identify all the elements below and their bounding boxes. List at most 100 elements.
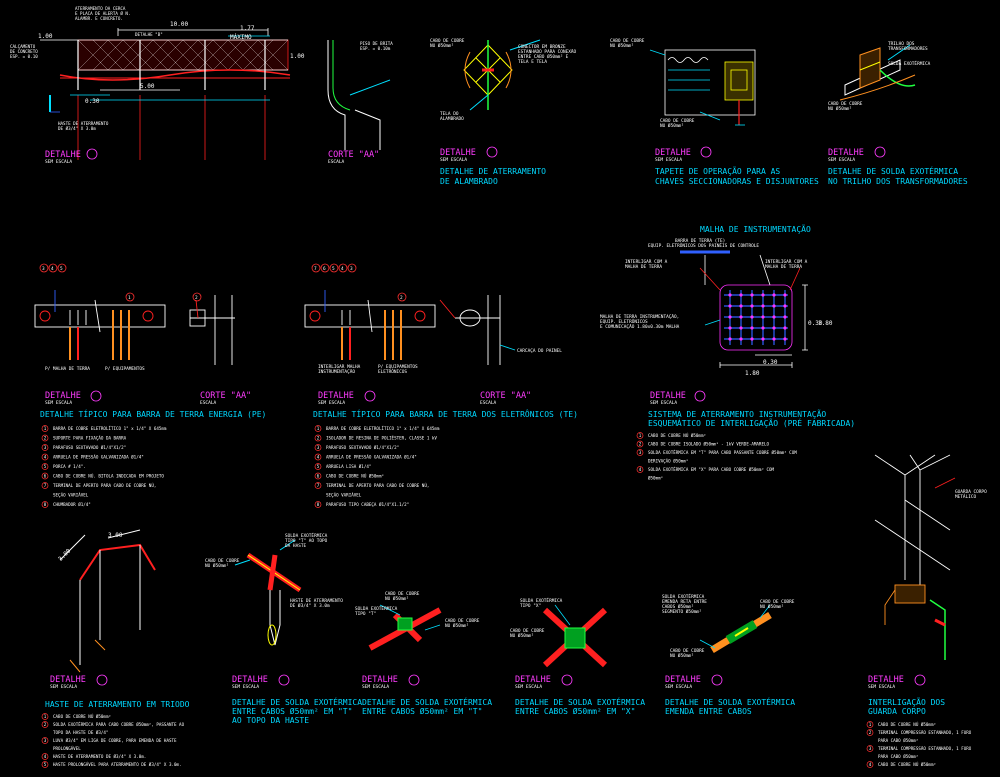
item-text: CABO DE COBRE NÚ Ø50mm² bbox=[648, 433, 706, 438]
svg-text:INTERLIGAR MALHA: INTERLIGAR MALHA bbox=[318, 364, 361, 370]
item-bubble bbox=[41, 425, 49, 432]
svg-text:GUARDA CORPO: GUARDA CORPO bbox=[955, 489, 987, 495]
svg-text:ELETRÔNICOS: ELETRÔNICOS bbox=[378, 368, 407, 375]
svg-text:EQUIP. ELETRÔNICOS: EQUIP. ELETRÔNICOS bbox=[600, 318, 648, 325]
malha-heading: MALHA DE INSTRUMENTAÇÃO bbox=[700, 224, 811, 234]
svg-text:CABO DE COBRE: CABO DE COBRE bbox=[385, 591, 420, 597]
svg-text:CABO DE COBRE: CABO DE COBRE bbox=[760, 599, 795, 605]
detail-d-title-block: DETALHE SEM ESCALA DETALHE DE SOLDA EXOT… bbox=[828, 146, 968, 186]
item-bubble bbox=[41, 482, 49, 489]
svg-text:E COMUNICAÇÃO 1.80x0.30m MALHA: E COMUNICAÇÃO 1.80x0.30m MALHA bbox=[600, 323, 680, 330]
item-number: 2 bbox=[317, 436, 320, 441]
svg-text:TRILHO DOS: TRILHO DOS bbox=[888, 41, 915, 47]
malha-title-block: DETALHE SEM ESCALA SISTEMA DE ATERRAMENT… bbox=[648, 390, 855, 428]
svg-text:CABO DE COBRE: CABO DE COBRE bbox=[445, 618, 480, 624]
grid-node bbox=[772, 315, 776, 319]
svg-text:SEM ESCALA: SEM ESCALA bbox=[45, 159, 72, 165]
svg-text:CONECTOR EM BRONZE: CONECTOR EM BRONZE bbox=[518, 44, 566, 50]
grid-node bbox=[783, 326, 787, 330]
item-bubble bbox=[41, 761, 49, 768]
grid-node bbox=[728, 304, 732, 308]
item-text: TERMINAL DE APERTO PARA CABO DE COBRE NÚ… bbox=[326, 483, 429, 488]
item-text: PARAFUSO SEXTAVADO Ø1/4"X1/2" bbox=[326, 445, 399, 450]
item-number: 3 bbox=[639, 450, 642, 455]
item-text: TOPO DA HASTE DE Ø3/4" bbox=[53, 730, 108, 735]
item-bubble bbox=[314, 444, 322, 451]
x-weld-title-block: DETALHE SEM ESCALA DETALHE DE SOLDA EXOT… bbox=[515, 674, 645, 716]
item-number: 5 bbox=[44, 762, 47, 767]
item-number: 1 bbox=[869, 722, 872, 727]
svg-text:CORTE "AA": CORTE "AA" bbox=[480, 391, 531, 401]
item-text: TERMINAL COMPRESSÃO ESTANHADO, 1 FURO bbox=[878, 730, 972, 735]
item-bubble bbox=[314, 453, 322, 461]
item-number: 4 bbox=[639, 467, 642, 472]
item-number: 7 bbox=[44, 483, 47, 488]
svg-text:ESCALA: ESCALA bbox=[480, 400, 497, 406]
svg-text:SEM ESCALA: SEM ESCALA bbox=[45, 400, 72, 406]
guarda-corpo-title-block: DETALHE SEM ESCALA INTERLIGAÇÃO DOS GUAR… bbox=[868, 674, 945, 716]
item-text: PORCA # 1/4". bbox=[53, 464, 86, 469]
detail-a-note: ATERRAMENTO DA CERCA bbox=[75, 6, 126, 11]
svg-text:P/ EQUIPAMENTOS: P/ EQUIPAMENTOS bbox=[105, 366, 145, 372]
item-number: 3 bbox=[869, 746, 872, 751]
svg-text:SEM ESCALA: SEM ESCALA bbox=[828, 157, 855, 163]
pe-busbar-drawing bbox=[34, 290, 235, 365]
item-text: LUVA Ø3/4" EM LIGA DE COBRE, PARA EMENDA… bbox=[53, 738, 177, 743]
svg-text:NU Ø50mm²: NU Ø50mm² bbox=[670, 652, 694, 659]
grid-node bbox=[750, 304, 754, 308]
svg-text:1.80: 1.80 bbox=[745, 370, 760, 377]
svg-text:ENTRE CABOS Ø50mm² EM "X": ENTRE CABOS Ø50mm² EM "X" bbox=[515, 706, 635, 716]
item-number: 1 bbox=[317, 426, 320, 431]
section-note: PISO DE BRITA bbox=[360, 41, 393, 46]
svg-text:DETALHE DE SOLDA EXOTÉRMICA: DETALHE DE SOLDA EXOTÉRMICA bbox=[362, 696, 492, 707]
svg-text:DETALHE: DETALHE bbox=[45, 150, 81, 160]
item-number: 6 bbox=[317, 474, 320, 479]
grid-node bbox=[728, 315, 732, 319]
svg-text:DETALHE DE SOLDA EXOTÉRMICA: DETALHE DE SOLDA EXOTÉRMICA bbox=[665, 696, 795, 707]
grid-node bbox=[772, 304, 776, 308]
svg-text:EMENDA ENTRE CABOS: EMENDA ENTRE CABOS bbox=[665, 707, 752, 716]
item-bubble bbox=[41, 501, 49, 508]
svg-text:NU Ø50mm²: NU Ø50mm² bbox=[445, 622, 469, 629]
pe-title-block: DETALHE SEM ESCALA CORTE "AA" ESCALA DET… bbox=[40, 390, 266, 419]
item-text: PARAFUSO SEXTAVADO Ø1/4"X1/2" bbox=[53, 445, 126, 450]
svg-text:DETALHE DE SOLDA EXOTÉRMICA: DETALHE DE SOLDA EXOTÉRMICA bbox=[515, 696, 645, 707]
svg-text:AO TOPO DA HASTE: AO TOPO DA HASTE bbox=[232, 716, 309, 725]
item-bubble bbox=[314, 463, 322, 470]
item-number: 1 bbox=[44, 426, 47, 431]
item-text: PARA CABO Ø50mm² bbox=[878, 754, 918, 759]
item-bubble bbox=[866, 761, 874, 768]
item-bubble bbox=[314, 482, 322, 489]
svg-text:DETALHE TÍPICO PARA BARRA DE T: DETALHE TÍPICO PARA BARRA DE TERRA DOS E… bbox=[313, 408, 578, 419]
svg-text:SEM ESCALA: SEM ESCALA bbox=[655, 157, 682, 163]
item-text: SUPORTE PARA FIXAÇÃO DA BARRA bbox=[53, 436, 127, 441]
item-number: 3 bbox=[44, 445, 47, 450]
svg-text:CABO DE COBRE: CABO DE COBRE bbox=[670, 648, 705, 654]
item-number: 4 bbox=[869, 762, 872, 767]
malha-grid-drawing bbox=[680, 250, 808, 368]
item-number: 8 bbox=[317, 502, 320, 507]
te-busbar-drawing bbox=[304, 290, 516, 365]
svg-text:NU Ø50mm²: NU Ø50mm² bbox=[660, 122, 684, 129]
item-bubble bbox=[866, 721, 874, 728]
svg-text:SEM ESCALA: SEM ESCALA bbox=[362, 684, 389, 690]
svg-text:NU Ø50mm²: NU Ø50mm² bbox=[430, 42, 454, 49]
grid-node bbox=[783, 293, 787, 297]
svg-text:EQUIP. ELETRÔNICOS DOS PAINÉIS: EQUIP. ELETRÔNICOS DOS PAINÉIS DE CONTRO… bbox=[648, 241, 759, 249]
svg-text:TRANSFORMADORES: TRANSFORMADORES bbox=[888, 46, 928, 52]
item-text: CABO DE COBRE NÚ. BITOLA INDICADA EM PRO… bbox=[53, 474, 164, 479]
svg-text:1.80: 1.80 bbox=[818, 320, 833, 327]
item-number: 7 bbox=[317, 483, 320, 488]
item-number: 2 bbox=[639, 442, 642, 447]
dimension-label: 1.00 bbox=[290, 53, 305, 60]
svg-text:CABO DE COBRE: CABO DE COBRE bbox=[828, 101, 863, 107]
grid-node bbox=[783, 337, 787, 341]
svg-text:BARRA DE TERRA (TE): BARRA DE TERRA (TE) bbox=[675, 238, 725, 244]
item-text: CHUMBADOR Ø1/4" bbox=[53, 502, 91, 507]
detail-c-title-block: DETALHE SEM ESCALA TAPETE DE OPERAÇÃO PA… bbox=[655, 146, 819, 186]
svg-text:GUARDA CORPO: GUARDA CORPO bbox=[868, 707, 926, 716]
svg-text:SOLDA EXOTÉRMICA: SOLDA EXOTÉRMICA bbox=[285, 531, 328, 539]
item-text: ISOLADOR DE RESINA DE POLIÉSTER, CLASSE … bbox=[326, 436, 437, 441]
